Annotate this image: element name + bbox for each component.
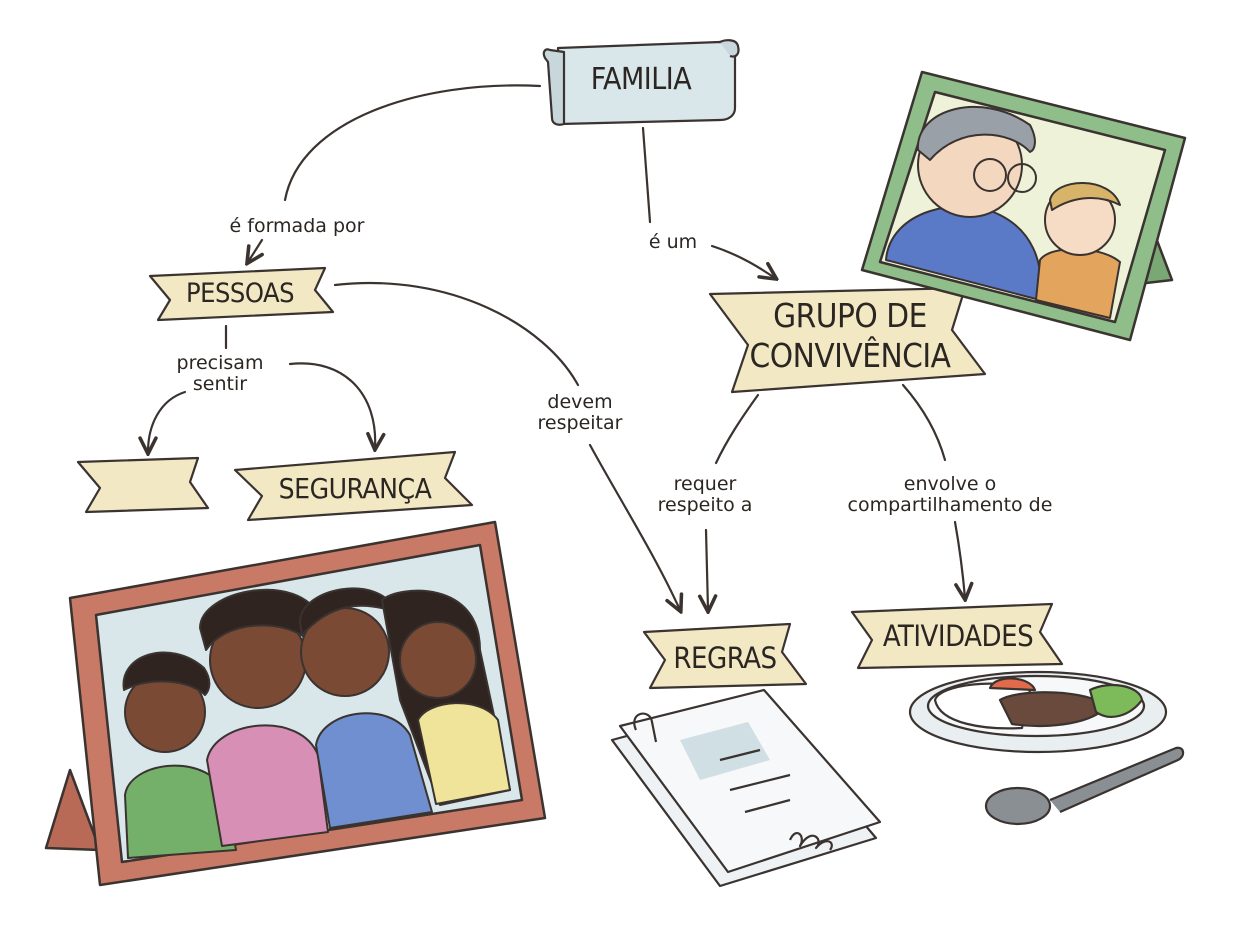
node-seguranca: SEGURANÇA (255, 470, 455, 508)
node-regras: REGRAS (660, 638, 790, 678)
meal-plate-icon (910, 672, 1183, 824)
edge-grupo-requer (716, 395, 758, 463)
node-grupo: GRUPO DE CONVIVÊNCIA (740, 296, 960, 376)
edge-label-envolve-line1: envolve o (830, 474, 1070, 495)
edge-label-devem-line1: devem (520, 392, 640, 413)
node-atividades: ATIVIDADES (868, 616, 1048, 656)
edge-label-devem-line2: respeitar (520, 413, 640, 434)
node-grupo-line2: CONVIVÊNCIA (740, 336, 960, 376)
edge-label-precisam: precisam sentir (160, 353, 280, 395)
blank-ribbon (78, 458, 208, 512)
edge-eum-grupo (712, 246, 775, 278)
node-pessoas: PESSOAS (165, 276, 315, 312)
edge-label-requer: requer respeito a (640, 474, 770, 516)
node-familia: FAMILIA (566, 60, 716, 100)
edge-precisam-blank (148, 392, 185, 452)
edge-pessoas-devem (335, 283, 578, 385)
edge-formada-pessoas (248, 240, 262, 262)
edge-label-precisam-line1: precisam (160, 353, 280, 374)
edge-precisam-seguranca (290, 363, 375, 448)
edge-envolve-atividades (955, 522, 965, 598)
edge-label-eum: é um (638, 232, 708, 253)
edge-label-envolve: envolve o compartilhamento de (830, 474, 1070, 516)
edge-devem-regras (590, 445, 680, 610)
family-photo-frame (46, 522, 545, 885)
rules-paper-icon (612, 690, 880, 886)
edge-label-requer-line1: requer (640, 474, 770, 495)
edge-label-requer-line2: respeito a (640, 495, 770, 516)
edge-label-precisam-line2: sentir (160, 374, 280, 395)
edge-familia-formada (285, 85, 540, 200)
edge-label-devem: devem respeitar (520, 392, 640, 434)
edge-label-formada: é formada por (212, 216, 382, 237)
edge-label-envolve-line2: compartilhamento de (830, 495, 1070, 516)
edge-grupo-envolve (903, 385, 945, 460)
edge-requer-regras (706, 530, 708, 610)
edge-familia-eum (643, 128, 650, 222)
node-grupo-line1: GRUPO DE (740, 296, 960, 336)
